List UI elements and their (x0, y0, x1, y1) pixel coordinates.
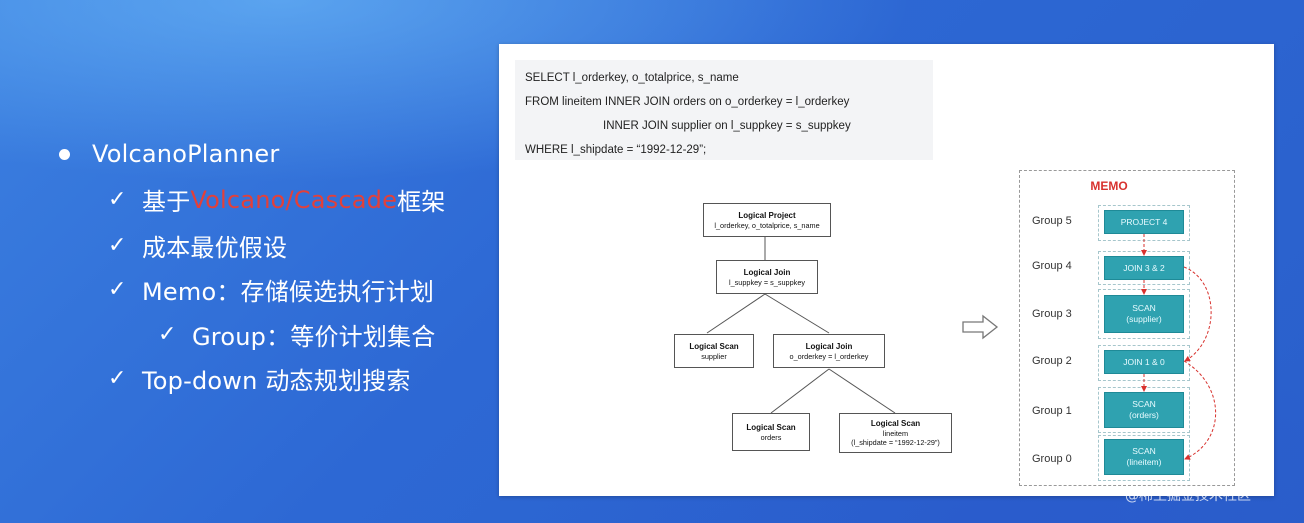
bullet-text: 成本最优假设 (142, 234, 288, 262)
sql-line: SELECT l_orderkey, o_totalprice, s_name (525, 72, 739, 84)
op-text-sub: (lineitem) (1126, 457, 1162, 467)
bullet-text: Group：等价计划集合 (192, 323, 436, 351)
op-text-sub: (supplier) (1126, 314, 1162, 324)
group-label: Group 4 (1032, 260, 1072, 272)
bullet-text: Memo：存储候选执行计划 (142, 278, 435, 306)
bullet-list: VolcanoPlanner ✓ 基于 Volcano/Cascade 框架 ✓… (0, 0, 500, 523)
group-label: Group 5 (1032, 215, 1072, 227)
node-sub: l_orderkey, o_totalprice, s_name (714, 220, 820, 230)
bullet-text: VolcanoPlanner (92, 140, 280, 168)
bullet-cost: ✓ 成本最优假设 (108, 228, 287, 263)
memo-op-scan-orders: SCAN (orders) (1104, 392, 1184, 428)
bullet-text-highlight: Volcano/Cascade (190, 185, 398, 214)
op-text: SCAN (1132, 446, 1156, 456)
node-title: Logical Join (743, 267, 791, 277)
sql-line: INNER JOIN supplier on l_suppkey = s_sup… (603, 120, 851, 132)
sql-line: FROM lineitem INNER JOIN orders on o_ord… (525, 96, 850, 108)
op-text-sub: (orders) (1129, 410, 1159, 420)
memo-op-join-1-0: JOIN 1 & 0 (1104, 350, 1184, 374)
op-text: JOIN 1 & 0 (1123, 356, 1165, 367)
op-text: SCAN (1132, 303, 1156, 313)
check-icon: ✓ (108, 366, 127, 391)
hollow-right-arrow-icon (962, 314, 999, 340)
node-title: Logical Scan (746, 422, 796, 432)
memo-arrows (1141, 234, 1216, 460)
memo-box: MEMO Group 5 PROJECT 4 Group 4 JOIN 3 & … (1019, 170, 1235, 486)
check-icon: ✓ (158, 322, 177, 347)
node-sub: lineitem (882, 429, 909, 438)
node-title: Logical Scan (870, 419, 921, 428)
plan-node-join-bottom: Logical Join o_orderkey = l_orderkey (773, 334, 885, 368)
op-text: SCAN (1132, 399, 1156, 409)
bullet-group: ✓ Group：等价计划集合 (158, 317, 435, 352)
group-label: Group 0 (1032, 453, 1072, 465)
plan-node-scan-lineitem: Logical Scan lineitem (l_shipdate = “199… (839, 413, 952, 453)
bullet-memo: ✓ Memo：存储候选执行计划 (108, 272, 434, 307)
group-label: Group 2 (1032, 355, 1072, 367)
check-icon: ✓ (108, 277, 127, 302)
plan-node-project: Logical Project l_orderkey, o_totalprice… (703, 203, 831, 237)
memo-op-project: PROJECT 4 (1104, 210, 1184, 234)
group-label: Group 1 (1032, 405, 1072, 417)
node-sub-filter: (l_shipdate = “1992-12-29”) (851, 438, 940, 447)
memo-op-scan-lineitem: SCAN (lineitem) (1104, 439, 1184, 475)
op-text: JOIN 3 & 2 (1123, 262, 1165, 273)
bullet-dot-icon (59, 148, 70, 160)
bullet-volcanoplanner: VolcanoPlanner (59, 140, 279, 168)
memo-op-join-3-2: JOIN 3 & 2 (1104, 256, 1184, 280)
bullet-text-suffix: 框架 (397, 188, 446, 216)
node-title: Logical Project (738, 210, 796, 220)
bullet-topdown: ✓ Top-down 动态规划搜索 (108, 361, 411, 396)
node-sub: supplier (701, 351, 727, 361)
op-text: PROJECT 4 (1120, 216, 1168, 227)
node-sub: l_suppkey = s_suppkey (728, 277, 806, 287)
bullet-text: Top-down 动态规划搜索 (142, 367, 411, 395)
bullet-framework: ✓ 基于 Volcano/Cascade 框架 (108, 182, 445, 217)
plan-node-scan-supplier: Logical Scan supplier (674, 334, 754, 368)
group-label: Group 3 (1032, 308, 1072, 320)
watermark: @稀土掘金技术社区 (1125, 488, 1251, 504)
diagram-panel: SELECT l_orderkey, o_totalprice, s_name … (499, 44, 1274, 496)
check-icon: ✓ (108, 187, 127, 212)
plan-node-join-top: Logical Join l_suppkey = s_suppkey (716, 260, 818, 294)
plan-tree-connectors (706, 237, 896, 414)
node-title: Logical Scan (689, 341, 739, 351)
node-sub: orders (760, 432, 782, 442)
sql-line: WHERE l_shipdate = “1992-12-29”; (525, 144, 707, 156)
node-title: Logical Join (805, 341, 853, 351)
memo-title: MEMO (1090, 179, 1128, 193)
memo-op-scan-supplier: SCAN (supplier) (1104, 295, 1184, 333)
check-icon: ✓ (108, 233, 127, 258)
node-sub: o_orderkey = l_orderkey (789, 351, 869, 361)
bullet-text-prefix: 基于 (142, 188, 191, 216)
sql-query-box: SELECT l_orderkey, o_totalprice, s_name … (515, 60, 933, 160)
plan-node-scan-orders: Logical Scan orders (732, 413, 810, 451)
